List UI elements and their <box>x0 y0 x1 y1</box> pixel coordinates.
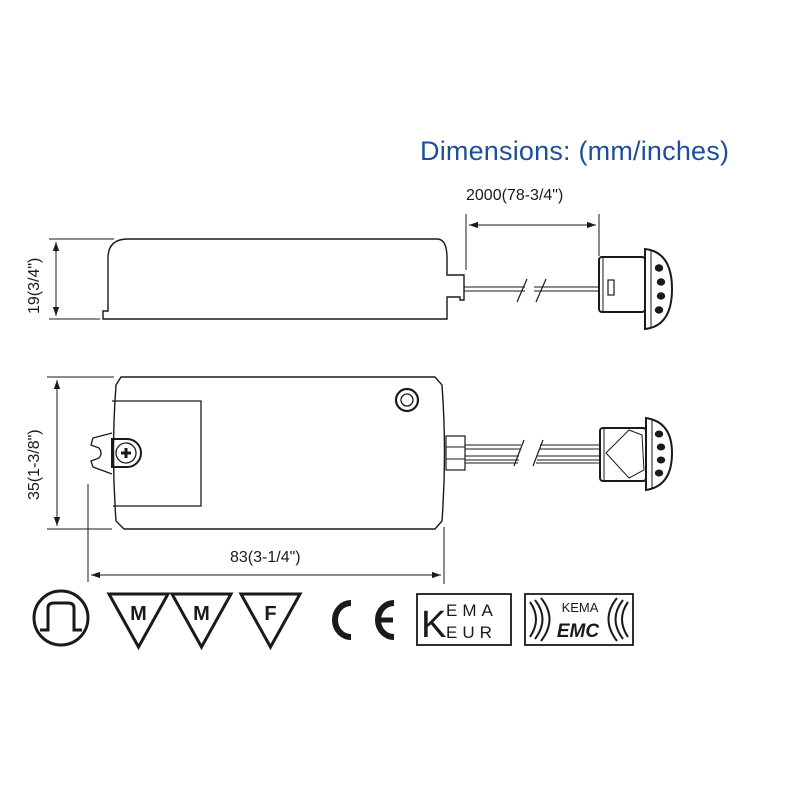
mm-triangle-icon: M <box>169 592 234 651</box>
svg-text:EUR: EUR <box>446 623 497 642</box>
top-view <box>47 376 674 584</box>
kema-eur-icon: K EMA EUR <box>416 593 512 646</box>
svg-text:M: M <box>130 603 147 625</box>
bosch-style-mark-icon <box>32 589 90 647</box>
svg-text:EMA: EMA <box>446 601 498 620</box>
ce-mark-icon <box>332 600 395 640</box>
f-triangle-icon: F <box>238 592 303 651</box>
kema-emc-icon: KEMA EMC <box>524 593 634 646</box>
length-label: 83(3-1/4") <box>230 549 301 566</box>
cable-length-label: 2000(78-3/4") <box>466 187 564 204</box>
svg-text:K: K <box>421 604 446 646</box>
side-view <box>49 214 674 331</box>
svg-text:F: F <box>264 603 276 625</box>
svg-text:M: M <box>193 603 210 625</box>
svg-text:KEMA: KEMA <box>562 600 599 615</box>
mm-triangle-icon: M <box>106 592 171 651</box>
dimensions-title: Dimensions: (mm/inches) <box>420 136 730 166</box>
certification-marks: M M F K EMA EUR <box>32 589 634 651</box>
svg-text:EMC: EMC <box>557 621 600 642</box>
